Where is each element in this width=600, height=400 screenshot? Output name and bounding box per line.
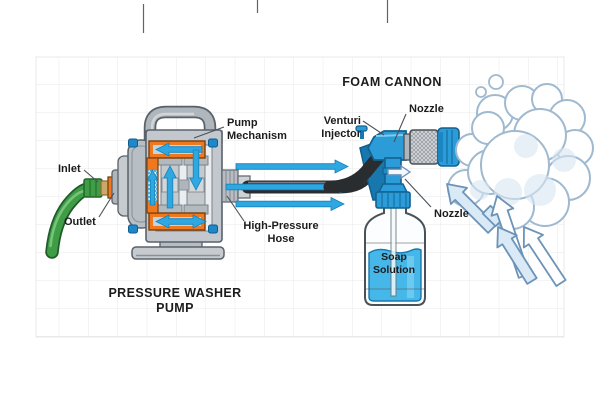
foam-cannon-gun [323, 125, 460, 209]
garden-inlet-hose [45, 182, 95, 259]
leader-nozzle-side [404, 178, 432, 208]
label-nozzle-side: Nozzle [434, 208, 469, 220]
spray-arrow [522, 226, 567, 287]
soap-solution-label-line2: Solution [373, 264, 415, 276]
label-high-pressure-hose-line1: High-Pressure [243, 220, 318, 232]
leader-nozzle-top [393, 113, 407, 143]
label-pump-mechanism-line1: Pump [227, 117, 258, 129]
bottle-cap [375, 183, 411, 209]
diagram-labels: Inlet Outlet Pump Mechanism High-Pressur… [58, 75, 469, 315]
spray-arrow [496, 226, 538, 285]
inlet-fittings [83, 176, 118, 199]
label-pump-mechanism-line2: Mechanism [227, 130, 287, 142]
spray-arrow [446, 183, 497, 234]
label-inlet: Inlet [58, 163, 81, 175]
soap-solution-label-line1: Soap [381, 251, 407, 263]
foam-shading [470, 134, 576, 206]
leader-venturi-injector [362, 120, 385, 136]
gun-nozzle-barrel [409, 129, 439, 165]
leader-outlet [98, 192, 115, 218]
gun-nozzle-cap [437, 127, 460, 167]
pump-handle [143, 105, 217, 150]
label-nozzle-top: Nozzle [409, 103, 444, 115]
label-outlet: Outlet [64, 216, 96, 228]
hose-coupler [83, 178, 103, 198]
spray-arrows [446, 183, 567, 287]
top-crop-lines [142, 0, 389, 33]
label-pressure-washer-pump-line1: PRESSURE WASHER [108, 286, 241, 300]
leader-pump-mechanism [193, 126, 225, 139]
label-pressure-washer-pump-line2: PUMP [156, 301, 194, 315]
foam-bubbles [475, 74, 504, 98]
soap-bottle: Soap Solution [364, 205, 426, 306]
leader-inlet [83, 169, 99, 183]
label-venturi-injector-line2: Injector [321, 128, 361, 140]
gun-head [366, 130, 407, 161]
pressure-washer-pump [111, 105, 251, 260]
flow-arrow [235, 196, 345, 212]
pump-body [128, 129, 223, 243]
pump-flow-arrows [146, 142, 207, 229]
label-venturi-injector-line1: Venturi [324, 115, 361, 127]
label-high-pressure-hose-line2: Hose [268, 233, 295, 245]
pump-corner-bolts [128, 138, 218, 234]
nozzle-spray-arrow [387, 164, 412, 180]
flow-arrow [235, 159, 349, 174]
label-foam-cannon: FOAM CANNON [342, 75, 442, 89]
leader-high-pressure-hose [226, 195, 245, 222]
